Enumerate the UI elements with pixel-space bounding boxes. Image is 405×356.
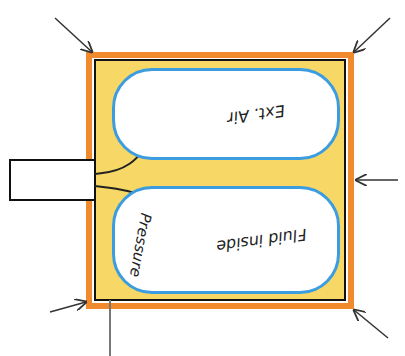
balloon-label: Ext. Air bbox=[226, 101, 286, 128]
stand-line bbox=[109, 300, 111, 356]
housing-outer bbox=[89, 55, 351, 306]
balloon-bladder: Ext. Air bbox=[112, 68, 340, 160]
balloon-label: Fluid inside bbox=[215, 224, 308, 255]
inlet-pipe bbox=[10, 160, 95, 200]
force-arrows bbox=[50, 18, 398, 338]
housing-wall bbox=[95, 60, 345, 300]
